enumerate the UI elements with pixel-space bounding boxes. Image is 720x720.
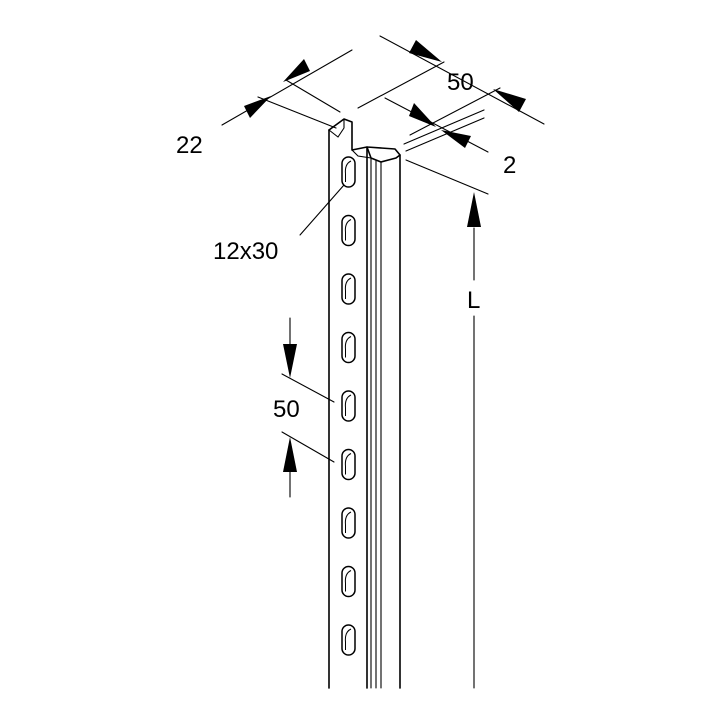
slot-4 <box>341 331 356 364</box>
arrowhead-2-b <box>441 130 471 148</box>
label-thickness: 2 <box>503 152 516 179</box>
arrowhead-2-a <box>409 103 436 127</box>
profile-body <box>328 118 401 689</box>
slot-7 <box>341 507 356 539</box>
slot-7-inner-edge <box>344 511 352 533</box>
arrowhead-pitch-top <box>283 344 297 378</box>
slot-group <box>341 156 356 656</box>
arrowhead-22-b <box>283 59 310 82</box>
slot-4-inner-edge <box>344 336 352 358</box>
slot-2-inner-edge <box>344 219 352 241</box>
extension-line-pitch-a <box>281 373 335 403</box>
slot-2 <box>341 214 356 247</box>
arrowhead-pitch-bottom <box>283 437 297 472</box>
slot-8 <box>341 565 356 598</box>
extension-line-2-b <box>405 117 485 152</box>
extension-line-2-a <box>403 109 485 145</box>
dimension-line-2 <box>384 97 489 153</box>
profile-top-end <box>328 118 401 163</box>
dimension-slot-size: 12x30 <box>213 184 345 265</box>
extension-line-22-a <box>257 96 337 129</box>
slot-6-inner-edge <box>344 453 352 475</box>
extension-line-22-b <box>285 79 341 113</box>
extension-line-pitch-b <box>281 431 335 463</box>
profile-top-fold <box>328 118 372 159</box>
slot-6 <box>341 448 356 481</box>
slot-9 <box>341 624 356 656</box>
label-flange-depth: 22 <box>176 132 203 159</box>
dimension-width: 50 <box>357 35 545 136</box>
label-length: L <box>467 287 480 314</box>
slot-5 <box>341 390 356 422</box>
label-slot-pitch: 50 <box>273 396 300 423</box>
slot-9-inner-edge <box>344 628 352 650</box>
arrowhead-22-a <box>244 96 271 118</box>
label-width: 50 <box>447 69 474 96</box>
slot-3-inner-edge <box>344 277 352 299</box>
dimension-length: L <box>405 159 489 689</box>
slot-5-inner-edge <box>344 394 352 416</box>
slot-1 <box>341 156 356 188</box>
slot-1-inner-edge <box>344 160 352 182</box>
extension-line-length <box>405 159 489 195</box>
dimension-slot-pitch: 50 <box>273 317 335 498</box>
arrowhead-length <box>467 192 481 227</box>
dimension-flange-depth: 22 <box>176 49 353 159</box>
extension-line-50-b <box>409 87 501 136</box>
slot-8-inner-edge <box>344 570 352 592</box>
label-slot-size: 12x30 <box>213 238 278 265</box>
extension-line-50-a <box>357 61 445 109</box>
slot-3 <box>341 273 356 305</box>
leader-line-slot-size <box>299 184 345 236</box>
dimension-line-22 <box>221 49 353 126</box>
arrowhead-50-width-b <box>493 89 526 112</box>
arrowhead-50-width-a <box>409 40 442 62</box>
dimension-thickness: 2 <box>384 97 516 179</box>
